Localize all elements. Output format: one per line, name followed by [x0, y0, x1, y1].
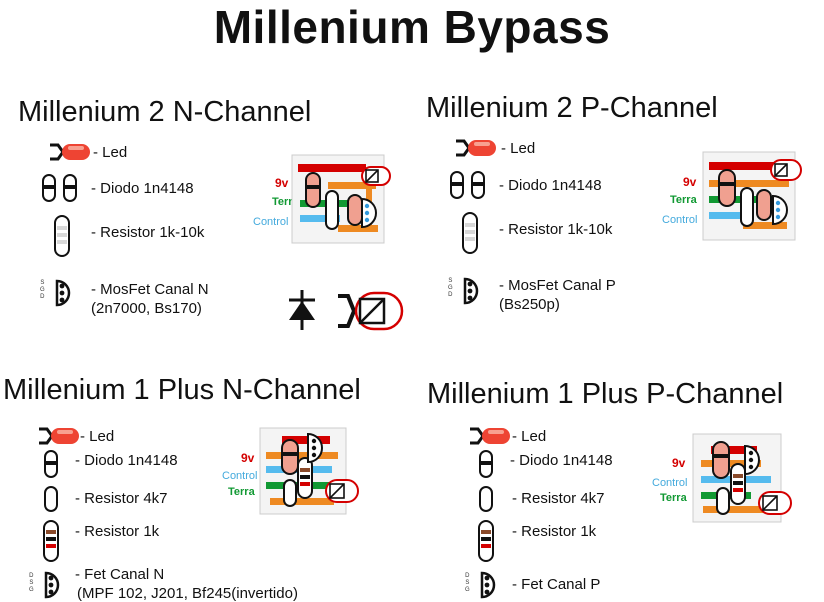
diode-label: - Diodo 1n4148	[499, 177, 602, 194]
fet-icon	[44, 571, 60, 599]
resistor-label: - Resistor 1k-10k	[499, 221, 613, 238]
led-footprint-icon	[338, 291, 404, 331]
board-label-9v: 9v	[683, 175, 697, 189]
stripboard-m1-n	[259, 427, 359, 515]
diode-symbol-icon	[289, 290, 315, 330]
board-label-9v: 9v	[241, 451, 255, 465]
board-label-9v: 9v	[275, 176, 289, 190]
pin-labels: D S G	[29, 573, 34, 593]
resistor-icon	[43, 520, 59, 562]
fet-label: - Fet Canal P	[512, 576, 601, 593]
board-label-terra: Terra	[228, 486, 255, 498]
led-icon	[39, 427, 79, 445]
resistor-label: - Resistor 1k-10k	[91, 224, 205, 241]
board-label-control: Control	[652, 477, 688, 489]
board-label-9v: 9v	[672, 456, 686, 470]
diode-icon	[479, 450, 493, 478]
fet-icon	[480, 571, 496, 599]
section-title-m2-n: Millenium 2 N-Channel	[18, 96, 312, 128]
diode-icon	[450, 171, 485, 199]
led-icon	[50, 143, 90, 161]
diode-label: - Diodo 1n4148	[75, 452, 178, 469]
led-label: - Led	[501, 140, 536, 157]
resistor-icon	[478, 520, 494, 562]
section-title-m1-n: Millenium 1 Plus N-Channel	[3, 374, 361, 406]
mosfet-sub-label: (2n7000, Bs170)	[91, 300, 202, 317]
stripboard-m2-n	[291, 154, 391, 244]
resistor-1k-label: - Resistor 1k	[75, 523, 160, 540]
board-label-terra: Terra	[660, 492, 687, 504]
mosfet-sub-label: (Bs250p)	[499, 296, 560, 313]
pin-labels: S G D	[40, 280, 45, 300]
pin-labels: S G D	[448, 278, 453, 298]
led-icon	[470, 427, 510, 445]
resistor-icon	[462, 212, 478, 254]
section-title-m1-p: Millenium 1 Plus P-Channel	[427, 378, 784, 410]
led-label: - Led	[93, 144, 128, 161]
board-label-control: Control	[253, 216, 289, 228]
board-label-terra: Terra	[670, 194, 697, 206]
diode-icon	[44, 450, 58, 478]
pin-labels: D S G	[465, 573, 470, 593]
resistor-4k7-label: - Resistor 4k7	[512, 490, 605, 507]
led-icon	[456, 139, 496, 157]
mosfet-icon	[55, 279, 71, 307]
diode-label: - Diodo 1n4148	[91, 180, 194, 197]
fet-sub-label: (MPF 102, J201, Bf245(invertido)	[77, 585, 298, 602]
resistor-icon	[54, 215, 70, 257]
resistor-icon	[479, 486, 493, 512]
board-label-control: Control	[222, 470, 258, 482]
stripboard-m1-p	[692, 433, 792, 523]
diode-label: - Diodo 1n4148	[510, 452, 613, 469]
diode-icon	[42, 174, 77, 202]
board-label-control: Control	[662, 214, 698, 226]
led-label: - Led	[80, 428, 115, 445]
mosfet-label: - MosFet Canal P	[499, 277, 616, 294]
fet-label: - Fet Canal N	[75, 566, 165, 583]
led-label: - Led	[512, 428, 547, 445]
resistor-icon	[44, 486, 58, 512]
resistor-4k7-label: - Resistor 4k7	[75, 490, 168, 507]
resistor-1k-label: - Resistor 1k	[512, 523, 597, 540]
section-title-m2-p: Millenium 2 P-Channel	[426, 92, 718, 124]
stripboard-m2-p	[702, 151, 802, 241]
mosfet-icon	[463, 277, 479, 305]
mosfet-label: - MosFet Canal N	[91, 281, 209, 298]
page-title: Millenium Bypass	[213, 1, 611, 53]
